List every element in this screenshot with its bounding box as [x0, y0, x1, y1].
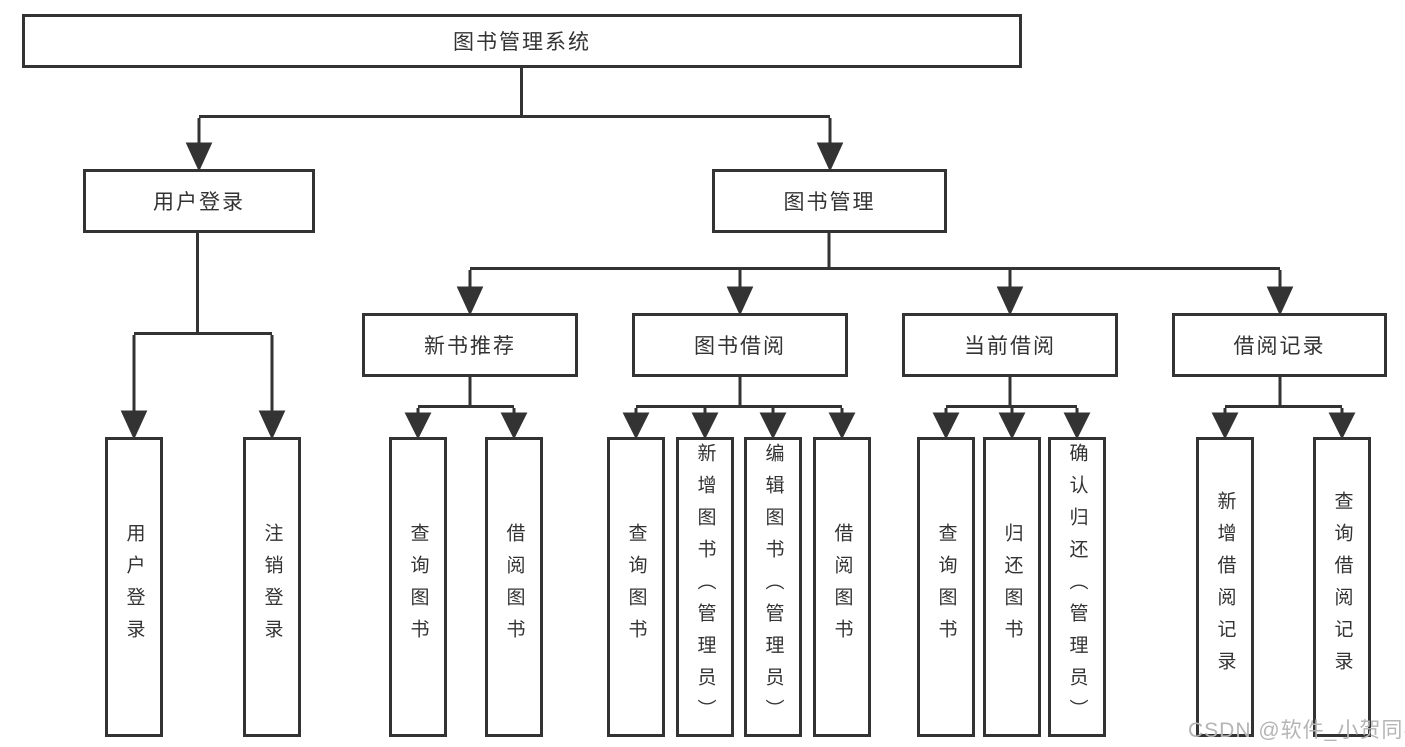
arrowhead-down-icon: [932, 412, 960, 440]
node-label: 注销登录: [261, 523, 283, 651]
node-leaf-add-borrow-record: 新增借阅记录: [1196, 437, 1254, 737]
connector-borrowrecords-to-leaves: [1211, 377, 1356, 440]
connector-line: [416, 377, 516, 416]
connector-line: [944, 377, 1079, 416]
connector-bookmgmt-to-level3: [456, 233, 1294, 316]
arrowhead-down-icon: [1328, 412, 1356, 440]
arrowhead-down-icon: [726, 286, 754, 316]
node-label: 借阅记录: [1233, 335, 1326, 358]
connector-line: [197, 68, 832, 146]
arrowhead-down-icon: [1211, 412, 1239, 440]
node-label: 新增借阅记录: [1214, 491, 1236, 683]
arrowhead-down-icon: [456, 286, 484, 316]
node-user-login: 用户登录: [83, 169, 315, 233]
node-leaf-borrow-books-1: 借阅图书: [485, 437, 543, 737]
node-new-book-recommendation: 新书推荐: [362, 313, 578, 377]
arrowhead-down-icon: [120, 410, 148, 440]
connector-root-to-level2: [185, 68, 844, 172]
node-label: 新增图书（管理员）: [694, 443, 716, 731]
node-label: 新书推荐: [424, 335, 516, 358]
csdn-watermark: CSDN @软件_小贺同学: [1188, 719, 1405, 742]
node-leaf-borrow-books-2: 借阅图书: [813, 437, 871, 737]
node-leaf-user-login: 用户登录: [105, 437, 163, 737]
node-label: 查询借阅记录: [1331, 491, 1353, 683]
node-current-borrowing: 当前借阅: [902, 313, 1118, 377]
node-leaf-query-books-2: 查询图书: [607, 437, 665, 737]
node-leaf-query-borrow-record: 查询借阅记录: [1313, 437, 1371, 737]
node-label: 图书管理: [783, 191, 876, 214]
node-leaf-logout: 注销登录: [243, 437, 301, 737]
node-label: 图书借阅: [694, 335, 786, 358]
node-label: 用户登录: [123, 523, 145, 651]
connector-bookborrow-to-leaves: [622, 377, 856, 440]
arrowhead-down-icon: [1266, 286, 1294, 316]
node-label: 查询图书: [407, 523, 429, 651]
node-label: 查询图书: [935, 523, 957, 651]
arrowhead-down-icon: [185, 142, 213, 172]
arrowhead-down-icon: [759, 412, 787, 440]
node-leaf-query-books-1: 查询图书: [389, 437, 447, 737]
node-label: 编辑图书（管理员）: [762, 443, 784, 731]
node-book-management: 图书管理: [712, 169, 947, 233]
arrowhead-down-icon: [622, 412, 650, 440]
arrowhead-down-icon: [404, 412, 432, 440]
node-leaf-edit-books-admin: 编辑图书（管理员）: [744, 437, 802, 737]
node-label: 确认归还（管理员）: [1066, 443, 1088, 731]
connector-newbooks-to-leaves: [404, 377, 528, 440]
arrowhead-down-icon: [691, 412, 719, 440]
node-label: 归还图书: [1001, 523, 1023, 651]
connector-line: [132, 233, 274, 414]
node-leaf-add-books-admin: 新增图书（管理员）: [676, 437, 734, 737]
node-label: 图书管理系统: [453, 31, 591, 54]
node-book-borrowing: 图书借阅: [632, 313, 848, 377]
node-label: 借阅图书: [503, 523, 525, 651]
connector-userlogin-to-leaves: [120, 233, 286, 440]
arrowhead-down-icon: [1063, 412, 1091, 440]
node-label: 当前借阅: [964, 335, 1056, 358]
arrowhead-down-icon: [996, 286, 1024, 316]
arrowhead-down-icon: [816, 142, 844, 172]
connector-currentborrow-to-leaves: [932, 377, 1091, 440]
connector-line: [634, 377, 844, 416]
node-label: 借阅图书: [831, 523, 853, 651]
node-label: 用户登录: [153, 191, 245, 214]
node-leaf-return-books: 归还图书: [983, 437, 1041, 737]
node-library-management-system: 图书管理系统: [22, 14, 1022, 68]
node-leaf-query-books-3: 查询图书: [917, 437, 975, 737]
arrowhead-down-icon: [500, 412, 528, 440]
arrowhead-down-icon: [998, 412, 1026, 440]
node-borrowing-records: 借阅记录: [1172, 313, 1387, 377]
arrowhead-down-icon: [828, 412, 856, 440]
node-leaf-confirm-return-admin: 确认归还（管理员）: [1048, 437, 1106, 737]
node-label: 查询图书: [625, 523, 647, 651]
arrowhead-down-icon: [258, 410, 286, 440]
connector-line: [468, 233, 1282, 290]
connector-line: [1223, 377, 1344, 416]
